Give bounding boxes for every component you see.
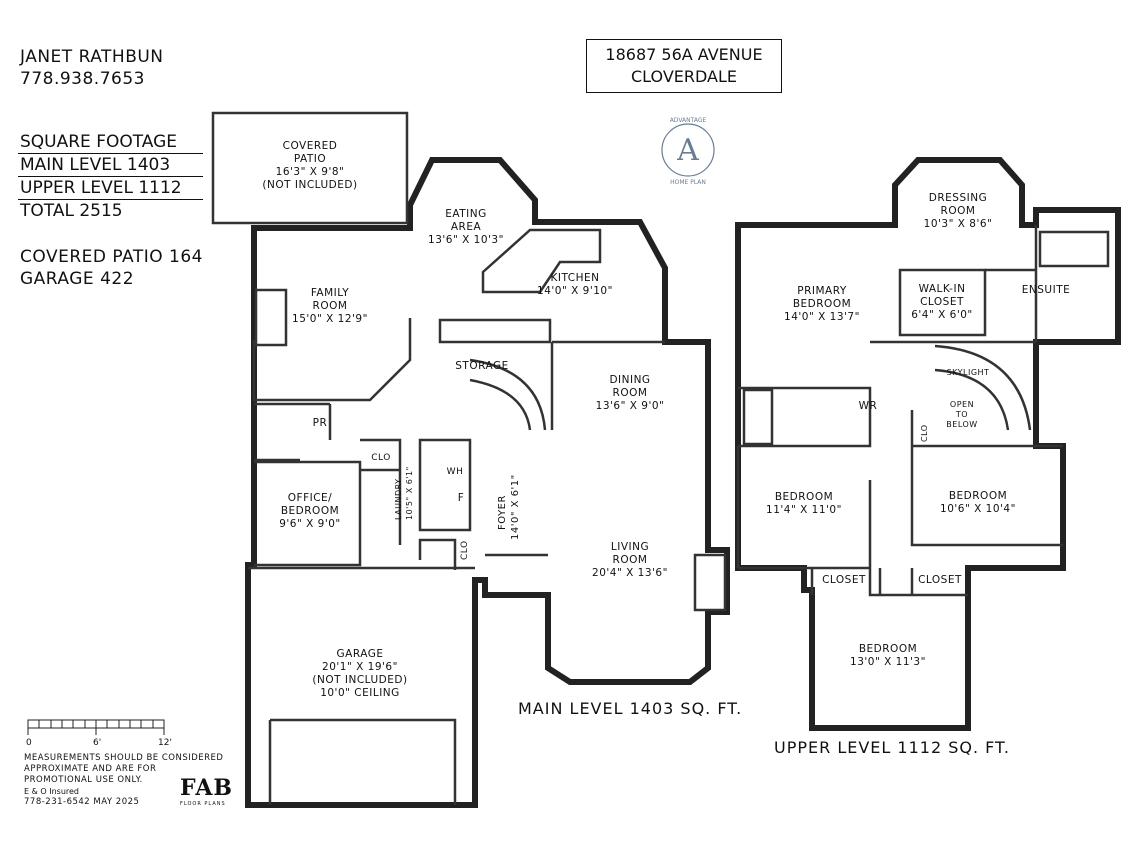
disclaimer-line1: MEASUREMENTS SHOULD BE CONSIDERED (24, 753, 224, 763)
address-line1: 18687 56A AVENUE (605, 45, 763, 64)
room-kitchen-dims: 14'0" X 9'10" (537, 285, 613, 297)
sqft-patio: COVERED PATIO 164 (20, 247, 203, 267)
room-laundry-dims: 10'5" X 6'1" (405, 466, 414, 520)
room-patio-dims: 16'3" X 9'8" (275, 166, 345, 178)
room-clo1-name: CLO (371, 453, 391, 463)
room-clo2-name: CLO (460, 540, 470, 560)
logo-letter: A (676, 133, 699, 168)
room-f-name: F (457, 492, 465, 504)
room-living-dims: 20'4" X 13'6" (592, 567, 668, 579)
room-bed4-name: BEDROOM (858, 643, 918, 655)
room-office-dims: 9'6" X 9'0" (279, 518, 341, 530)
address-box: 18687 56A AVENUE CLOVERDALE (586, 39, 782, 93)
room-family-name: FAMILY ROOM (310, 287, 350, 312)
upper-level-outline (735, 157, 1121, 731)
room-storage-name: STORAGE (455, 360, 509, 372)
room-wh-name: WH (446, 467, 464, 477)
square-footage-table: SQUARE FOOTAGE MAIN LEVEL 1403 UPPER LEV… (18, 131, 203, 222)
upper-level-label: UPPER LEVEL 1112 SQ. FT. (774, 738, 1011, 757)
sqft-upper: UPPER LEVEL 1112 (18, 177, 203, 200)
room-primary-name: PRIMARY BEDROOM (792, 285, 852, 310)
room-garage-name: GARAGE (336, 648, 384, 660)
room-patio-note: (NOT INCLUDED) (262, 179, 358, 191)
room-clo-name: CLO (920, 424, 929, 442)
sqft-main: MAIN LEVEL 1403 (18, 154, 203, 177)
room-bed2-name: BEDROOM (774, 491, 834, 503)
room-bed3-dims: 10'6" X 10'4" (940, 503, 1016, 515)
room-family-dims: 15'0" X 12'9" (292, 313, 368, 325)
main-level-outline (245, 157, 730, 808)
room-walkin-dims: 6'4" X 6'0" (911, 309, 973, 321)
room-bed4-dims: 13'0" X 11'3" (850, 656, 926, 668)
room-foyer-dims: 14'0" X 6'1" (510, 474, 521, 540)
room-primary-dims: 14'0" X 13'7" (784, 311, 860, 323)
agent-name: JANET RATHBUN (20, 47, 164, 67)
room-living-name: LIVING ROOM (610, 541, 650, 566)
room-ensuite-name: ENSUITE (1021, 284, 1071, 296)
advantage-logo: A ADVANTAGE HOME PLAN (661, 117, 715, 186)
agent-phone: 778.938.7653 (20, 69, 145, 89)
logo-bottom: HOME PLAN (670, 179, 706, 186)
sqft-garage: GARAGE 422 (20, 269, 135, 289)
room-laundry-name: LAUNDRY (394, 478, 403, 520)
room-closet1-name: CLOSET (822, 574, 866, 586)
room-wr-name: WR (858, 400, 878, 412)
room-garage-dims: 20'1" X 19'6" (322, 661, 398, 673)
disclaimer-line5: 778-231-6542 MAY 2025 (24, 797, 140, 807)
brand-sub: FLOOR PLANS (180, 801, 226, 807)
room-pr-name: PR (312, 417, 328, 429)
room-foyer-name: FOYER (497, 495, 508, 530)
disclaimer-line3: PROMOTIONAL USE ONLY. (24, 775, 143, 785)
scale-tick-12: 12' (158, 738, 172, 748)
room-skylight-name: SKYLIGHT (946, 368, 990, 377)
room-eating-name: EATING AREA (445, 208, 487, 233)
room-open-name: OPEN TO BELOW (946, 400, 978, 429)
scale-tick-6: 6' (93, 738, 102, 748)
room-closet2-name: CLOSET (918, 574, 962, 586)
room-bed2-dims: 11'4" X 11'0" (766, 504, 842, 516)
room-garage-ceiling: 10'0" CEILING (320, 687, 400, 699)
scale-bar (27, 719, 165, 735)
room-garage-note: (NOT INCLUDED) (312, 674, 408, 686)
sqft-total: TOTAL 2515 (20, 201, 123, 221)
patio-outline (211, 111, 409, 225)
room-office-name: OFFICE/ BEDROOM (280, 492, 340, 517)
room-patio-name: COVERED PATIO (282, 140, 338, 165)
sqft-title: SQUARE FOOTAGE (18, 131, 203, 154)
room-dining-name: DINING ROOM (609, 374, 651, 399)
disclaimer-line4: E & O Insured (24, 787, 79, 796)
brand-logo: FAB (180, 775, 233, 801)
room-dressing-name: DRESSING ROOM (928, 192, 988, 217)
address-line2: CLOVERDALE (630, 67, 737, 86)
room-kitchen-name: KITCHEN (550, 272, 600, 284)
room-bed3-name: BEDROOM (948, 490, 1008, 502)
room-dining-dims: 13'6" X 9'0" (595, 400, 665, 412)
disclaimer-line2: APPROXIMATE AND ARE FOR (24, 764, 157, 774)
room-dressing-dims: 10'3" X 8'6" (923, 218, 993, 230)
logo-top: ADVANTAGE (670, 117, 707, 124)
main-level-label: MAIN LEVEL 1403 SQ. FT. (518, 699, 743, 718)
room-eating-dims: 13'6" X 10'3" (428, 234, 504, 246)
scale-tick-0: 0 (26, 738, 32, 748)
room-walkin-name: WALK-IN CLOSET (918, 283, 966, 308)
